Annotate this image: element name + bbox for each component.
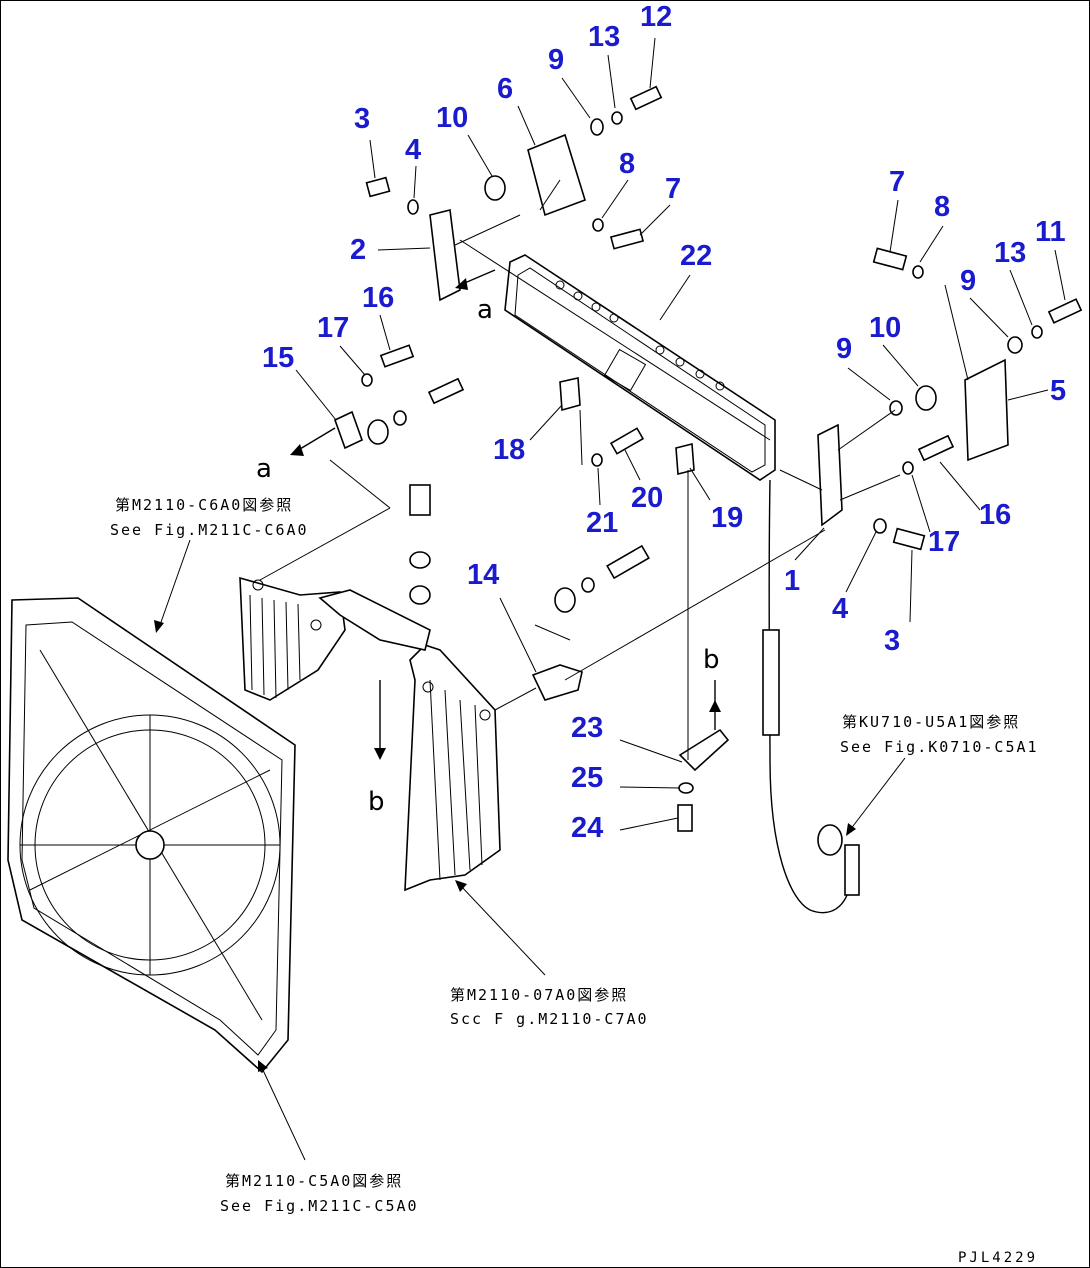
part-number: 24 bbox=[571, 812, 603, 844]
reference-jp: 第M2110-07A0図参照 bbox=[450, 986, 628, 1004]
letter-label: b bbox=[703, 645, 720, 675]
part-number: 13 bbox=[588, 21, 620, 53]
direction-arrows bbox=[290, 269, 721, 760]
reference-notes: 第M2110-C6A0図参照 See Fig.M211C-C6A0 第M2110… bbox=[110, 496, 1039, 1215]
letter-label: a bbox=[256, 454, 272, 484]
part-number: 7 bbox=[665, 173, 681, 205]
part-number: 10 bbox=[869, 312, 901, 344]
letter-label: a bbox=[477, 295, 493, 325]
part-number: 18 bbox=[493, 434, 525, 466]
part-number: 6 bbox=[497, 73, 513, 105]
reference-en: See Fig.M211C-C5A0 bbox=[220, 1197, 419, 1215]
guard-bracket bbox=[318, 589, 431, 651]
part-number: 8 bbox=[934, 191, 950, 223]
bracket-2 bbox=[429, 209, 461, 302]
part-number: 19 bbox=[711, 502, 743, 534]
part-number: 3 bbox=[884, 625, 900, 657]
connection-letters: a a b b bbox=[256, 295, 720, 817]
part-number: 17 bbox=[928, 526, 960, 558]
leader-lines bbox=[259, 179, 969, 760]
part-number: 1 bbox=[784, 565, 800, 597]
part-number: 20 bbox=[631, 482, 663, 514]
number-leaders bbox=[295, 37, 1066, 831]
bracket-14 bbox=[531, 664, 583, 701]
left-guard bbox=[239, 576, 346, 701]
part-number: 5 bbox=[1050, 375, 1066, 407]
bracket-15 bbox=[334, 410, 363, 450]
bracket-6 bbox=[527, 133, 586, 217]
part-number: 3 bbox=[354, 103, 370, 135]
bracket-19 bbox=[675, 442, 695, 476]
fan-shroud bbox=[7, 597, 296, 1074]
part-number: 4 bbox=[405, 134, 421, 166]
part-number: 25 bbox=[571, 762, 603, 794]
part-number: 7 bbox=[889, 166, 905, 198]
letter-label: b bbox=[368, 787, 385, 817]
part-number: 8 bbox=[619, 148, 635, 180]
reference-jp: 第M2110-C6A0図参照 bbox=[115, 496, 293, 514]
part-number: 11 bbox=[1035, 216, 1066, 248]
right-guard bbox=[404, 644, 501, 892]
part-number-labels: 1 2 3 3 4 4 5 6 7 7 8 8 9 9 9 10 10 11 1… bbox=[262, 1, 1066, 844]
bracket-23 bbox=[678, 728, 730, 772]
sensor-cable bbox=[762, 479, 860, 914]
reference-jp: 第KU710-U5A1図参照 bbox=[842, 713, 1020, 731]
part-number: 10 bbox=[436, 102, 468, 134]
bracket-1 bbox=[817, 423, 843, 527]
part-number: 14 bbox=[467, 559, 499, 591]
fasteners bbox=[361, 85, 1083, 832]
bracket-5 bbox=[964, 358, 1009, 462]
part-number: 16 bbox=[979, 499, 1011, 531]
part-number: 17 bbox=[317, 312, 349, 344]
part-number: 9 bbox=[548, 44, 564, 76]
part-number: 22 bbox=[680, 240, 712, 272]
panel-22 bbox=[504, 254, 776, 481]
reference-jp: 第M2110-C5A0図参照 bbox=[225, 1172, 403, 1190]
reference-en: See Fig.K0710-C5A1 bbox=[840, 738, 1039, 756]
part-number: 2 bbox=[350, 234, 366, 266]
part-number: 15 bbox=[262, 342, 294, 374]
part-number: 9 bbox=[836, 333, 852, 365]
part-number: 12 bbox=[640, 1, 672, 33]
part-number: 23 bbox=[571, 712, 603, 744]
part-number: 13 bbox=[994, 237, 1026, 269]
reference-en: Scc F g.M2110-C7A0 bbox=[450, 1010, 649, 1028]
reference-en: See Fig.M211C-C6A0 bbox=[110, 521, 309, 539]
reference-arrows bbox=[154, 539, 906, 1161]
part-number: 16 bbox=[362, 282, 394, 314]
part-number: 9 bbox=[960, 265, 976, 297]
drawing-code: PJL4229 bbox=[958, 1250, 1038, 1266]
part-number: 4 bbox=[832, 593, 848, 625]
bracket-18 bbox=[559, 377, 581, 412]
part-number: 21 bbox=[586, 507, 618, 539]
